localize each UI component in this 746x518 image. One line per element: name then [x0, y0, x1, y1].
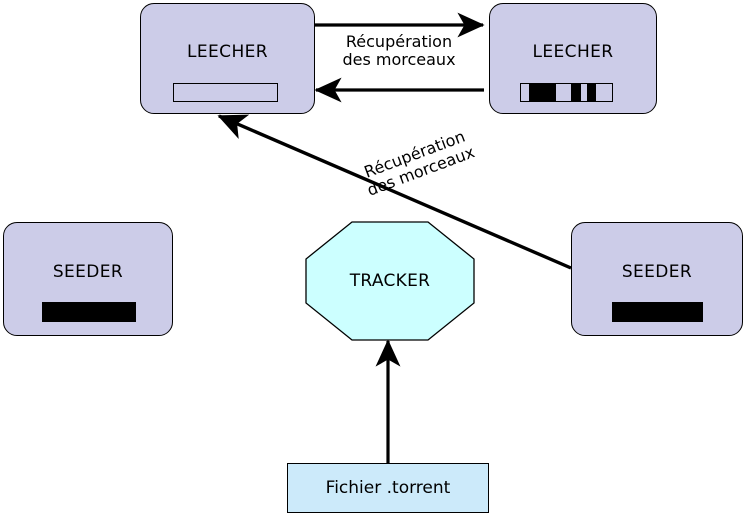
node-torrent-file[interactable]: Fichier .torrent [287, 463, 489, 513]
progress-segment [571, 84, 582, 101]
seeder-left-progress-bar [42, 302, 136, 322]
leecher-left-progress-bar [173, 83, 278, 102]
node-tracker[interactable]: TRACKER [305, 221, 475, 341]
progress-segment [596, 84, 612, 101]
seeder-right-label: SEEDER [621, 262, 693, 282]
tracker-label: TRACKER [349, 271, 431, 291]
seeder-right-progress-bar [612, 302, 703, 322]
edge-label-leecher-to-leecher: Récupération des morceaux [334, 32, 464, 70]
node-leecher-left[interactable]: LEECHER [140, 3, 315, 114]
progress-segment [581, 84, 588, 101]
arrow-seeder-right-to-leecher-left [217, 114, 572, 270]
leecher-right-progress-bar [520, 83, 613, 102]
node-seeder-left[interactable]: SEEDER [3, 222, 173, 336]
progress-segment [556, 84, 572, 101]
tracker-octagon-shape [305, 221, 475, 341]
progress-segment [42, 302, 136, 322]
progress-segment [612, 302, 703, 322]
torrent-file-label: Fichier .torrent [325, 478, 451, 498]
leecher-right-label: LEECHER [532, 41, 614, 62]
seeder-left-label: SEEDER [52, 262, 124, 282]
leecher-left-label: LEECHER [187, 41, 268, 62]
progress-segment [521, 84, 530, 101]
progress-segment [174, 84, 277, 101]
progress-segment [529, 84, 557, 101]
progress-segment [587, 84, 597, 101]
node-seeder-right[interactable]: SEEDER [571, 222, 743, 336]
edge-label-line-1: Récupération [345, 32, 453, 51]
edge-label-line-2: des morceaux [342, 50, 456, 70]
node-leecher-right[interactable]: LEECHER [489, 3, 657, 114]
